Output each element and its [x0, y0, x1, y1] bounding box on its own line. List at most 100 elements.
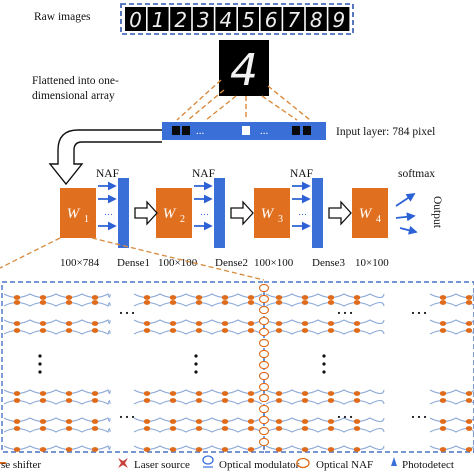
phase-shifter-dot	[465, 419, 473, 424]
phase-shifter-dot	[195, 321, 203, 326]
weight-symbol-3: W	[261, 206, 275, 222]
waveguide	[265, 319, 385, 325]
optical-naf-ring	[258, 404, 270, 414]
phase-shifter-dot	[65, 419, 73, 424]
phase-shifter-dot	[169, 295, 177, 300]
dense-label-1: Dense1	[117, 257, 150, 269]
phase-shifter-dot	[195, 426, 203, 431]
digit-glyph: 7	[287, 8, 300, 32]
phase-shifter-dot	[143, 321, 151, 326]
pixel-cell	[303, 126, 311, 135]
phase-shifter-dot	[195, 398, 203, 403]
phase-shifter-dot	[301, 391, 309, 396]
waveguide	[265, 301, 385, 307]
waveguide	[265, 445, 385, 451]
phase-shifter-dot	[221, 447, 229, 452]
phase-shifter-dot	[13, 391, 21, 396]
phase-shifter-dot	[169, 300, 177, 305]
phase-shifter-dot	[195, 300, 203, 305]
waveguide	[265, 329, 385, 335]
phase-shifter-dot	[353, 328, 361, 333]
naf-label-1: NAF	[96, 168, 119, 180]
phase-shifter-dot	[39, 447, 47, 452]
legend: se shifter Laser source Optical modulato…	[0, 455, 454, 471]
phase-shifter-dot	[13, 295, 21, 300]
dense-label-2: Dense2	[215, 257, 248, 269]
phase-shifter-dot	[327, 321, 335, 326]
photodetector-icon	[391, 457, 397, 466]
mesh-ellipsis: …	[336, 402, 354, 422]
phase-shifter-dot	[65, 328, 73, 333]
digit-glyph: 6	[265, 8, 278, 32]
weight-subscript-2: 2	[180, 214, 185, 225]
pixel-cell	[172, 126, 180, 135]
mesh-vertical-dot	[38, 354, 42, 358]
phase-shifter-dot	[247, 321, 255, 326]
mesh-ellipsis: …	[410, 298, 428, 318]
phase-shifter-dot	[439, 321, 447, 326]
stage-arrow	[328, 200, 352, 226]
flatten-projection-lines	[176, 79, 311, 121]
optical-naf-ring	[258, 382, 270, 392]
phase-shifter-dot	[275, 426, 283, 431]
phase-shifter-dot	[327, 300, 335, 305]
dim-label-4: 10×100	[355, 257, 389, 269]
phase-shifter-dot	[465, 295, 473, 300]
phase-shifter-dot	[39, 300, 47, 305]
phase-shifter-dot	[275, 328, 283, 333]
phase-shifter-dot	[327, 447, 335, 452]
phase-shifter-dot	[13, 426, 21, 431]
phase-shifter-dot	[65, 300, 73, 305]
phase-shifter-dot	[465, 447, 473, 452]
phase-shifter-dot	[439, 426, 447, 431]
phase-shifter-dot	[247, 419, 255, 424]
dim-label-3: 100×100	[254, 257, 294, 269]
phase-shifter-dot	[169, 398, 177, 403]
digit-tile	[305, 7, 327, 31]
digit-glyph: 2	[174, 8, 187, 32]
phase-shifter-dot	[301, 321, 309, 326]
phase-shifter-dot	[275, 321, 283, 326]
digit-tile	[125, 7, 146, 31]
mesh-vertical-dot	[322, 370, 326, 374]
digit-tile	[260, 7, 282, 31]
phase-shifter-dot	[301, 447, 309, 452]
phase-shifter-dot	[169, 321, 177, 326]
optical-naf-ring	[258, 338, 270, 348]
phase-shifter-dot	[13, 328, 21, 333]
phase-shifter-dot	[65, 426, 73, 431]
phase-shifter-dot	[353, 300, 361, 305]
phase-shifter-dot	[439, 295, 447, 300]
phase-shifter-dot	[13, 321, 21, 326]
phase-shifter-dot	[301, 295, 309, 300]
legend-label-phase-shifter: se shifter	[1, 459, 41, 471]
laser-source-icon	[118, 458, 128, 468]
phase-shifter-dot	[465, 426, 473, 431]
optical-naf-ring	[258, 415, 270, 425]
phase-shifter-dot	[65, 295, 73, 300]
raw-images-label: Raw images	[34, 11, 91, 23]
expansion-lines	[0, 237, 265, 281]
weight-symbol-2: W	[163, 206, 177, 222]
phase-shifter-dot	[195, 447, 203, 452]
optical-modulator-icon	[202, 455, 214, 465]
phase-shifter-dot	[275, 419, 283, 424]
phase-shifter-dot	[91, 391, 99, 396]
phase-shifter-dot	[353, 398, 361, 403]
phase-shifter-dot	[439, 419, 447, 424]
phase-shifter-dot	[327, 398, 335, 403]
phase-shifter-dot	[353, 391, 361, 396]
waveguide	[265, 293, 385, 299]
optical-naf-ring	[258, 327, 270, 337]
input-layer-ellipsis: ...	[260, 125, 269, 137]
phase-shifter-dot	[39, 321, 47, 326]
mesh-ellipsis: …	[410, 402, 428, 422]
legend-label-laser-source: Laser source	[134, 459, 190, 471]
phase-shifter-dot	[247, 300, 255, 305]
digit-tile	[238, 7, 259, 31]
phase-shifter-dot	[91, 300, 99, 305]
phase-shifter-dot	[301, 419, 309, 424]
phase-shifter-dot	[65, 398, 73, 403]
output-arrow	[395, 212, 416, 222]
